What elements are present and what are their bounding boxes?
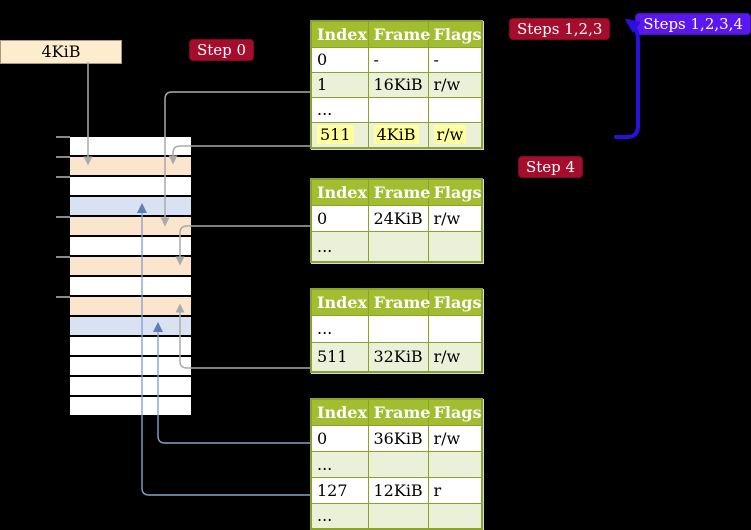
page-table-third: Index Frame Flags ... 511 32KiB r/w [310,288,483,373]
column-header-flags: Flags [427,20,483,48]
column-header-flags: Flags [427,288,483,316]
step-0-badge: Step 0 [189,39,255,61]
memory-row-free [70,397,191,415]
page-table-bottom: Index Frame Flags 0 36KiB r/w ... 127 12… [310,398,483,530]
column-header-index: Index [310,398,369,426]
cell-index: 0 [310,204,369,232]
memory-row-pagetable [70,297,191,315]
page-table-second: Index Frame Flags 0 24KiB r/w ... [310,178,483,263]
cell-flags: r [427,476,483,504]
memory-row-free [70,277,191,295]
cell-frame [367,96,429,123]
arrow-second-table-row0-to-24kib [175,225,310,266]
table-row-highlighted: 511 4KiB r/w [310,121,483,149]
cell-frame: 12KiB [367,476,429,504]
steps-123-badge: Steps 1,2,3 [509,18,611,40]
steps-1234-badge: Steps 1,2,3,4 [635,13,751,35]
arrow-third-table-row511-to-32kib [175,303,310,369]
cell-index: ... [310,450,369,478]
cell-flags [427,450,483,478]
arrow-top-table-row511-to-4kib [168,145,310,165]
address-tick [56,216,70,218]
column-header-frame: Frame [367,20,430,48]
cell-index: 127 [310,476,369,504]
page-table-top: Index Frame Flags 0 - - 1 16KiB r/w ... … [310,20,483,149]
column-header-frame: Frame [367,398,430,426]
memory-row-pagetable [70,217,191,235]
cell-index: 0 [310,46,369,73]
cell-frame: 16KiB [367,71,429,98]
cell-frame [367,502,429,530]
recursive-loop-arrow [614,18,642,139]
cell-frame [367,450,429,478]
cell-flags: r/w [427,424,483,452]
cell-flags: r/w [427,71,483,98]
memory-row-mapped [70,317,191,335]
cell-index: 511 [310,121,369,149]
cell-flags [427,502,483,530]
memory-row-pagetable [70,157,191,175]
memory-row-pagetable [70,257,191,275]
table-row: 127 12KiB r [310,476,483,504]
memory-row-mapped [70,197,191,215]
cell-index: 0 [310,424,369,452]
cell-frame [367,230,429,263]
column-header-frame: Frame [367,178,430,206]
cell-flags [427,230,483,263]
memory-row-free [70,177,191,195]
column-header-index: Index [310,288,369,316]
table-row: 0 24KiB r/w [310,204,483,232]
address-tick [56,136,70,138]
cell-flags: r/w [427,121,483,149]
column-header-index: Index [310,20,369,48]
cell-frame: 32KiB [367,341,429,373]
table-row: 1 16KiB r/w [310,71,483,98]
memory-row-free [70,357,191,375]
cell-index: 1 [310,71,369,98]
cell-frame: 24KiB [367,204,429,232]
cell-flags: - [427,46,483,73]
cell-index: 511 [310,341,369,373]
memory-row-free [70,337,191,355]
table-row: ... [310,230,483,263]
column-header-flags: Flags [427,398,483,426]
cell-flags [427,96,483,123]
cell-frame: - [367,46,429,73]
cell-index: ... [310,314,369,343]
column-header-flags: Flags [427,178,483,206]
table-row: 0 - - [310,46,483,73]
address-tick [56,296,70,298]
memory-row-free [70,377,191,395]
memory-row-free [70,137,191,155]
cell-flags: r/w [427,341,483,373]
cell-index: ... [310,230,369,263]
cell-frame [367,314,429,343]
cell-flags [427,314,483,343]
table-row: ... [310,450,483,478]
frame-size-label: 4KiB [0,40,122,64]
step-4-badge: Step 4 [518,156,584,178]
memory-strip [70,137,191,415]
table-row: 511 32KiB r/w [310,341,483,373]
cell-index: ... [310,96,369,123]
column-header-frame: Frame [367,288,430,316]
table-row: 0 36KiB r/w [310,424,483,452]
cell-index: ... [310,502,369,530]
cell-frame: 36KiB [367,424,429,452]
table-row: ... [310,502,483,530]
column-header-index: Index [310,178,369,206]
cell-flags: r/w [427,204,483,232]
address-tick [56,156,70,158]
table-row: ... [310,314,483,343]
memory-row-free [70,237,191,255]
cell-frame: 4KiB [367,121,429,149]
address-tick [56,256,70,258]
table-row: ... [310,96,483,123]
address-tick [56,176,70,178]
